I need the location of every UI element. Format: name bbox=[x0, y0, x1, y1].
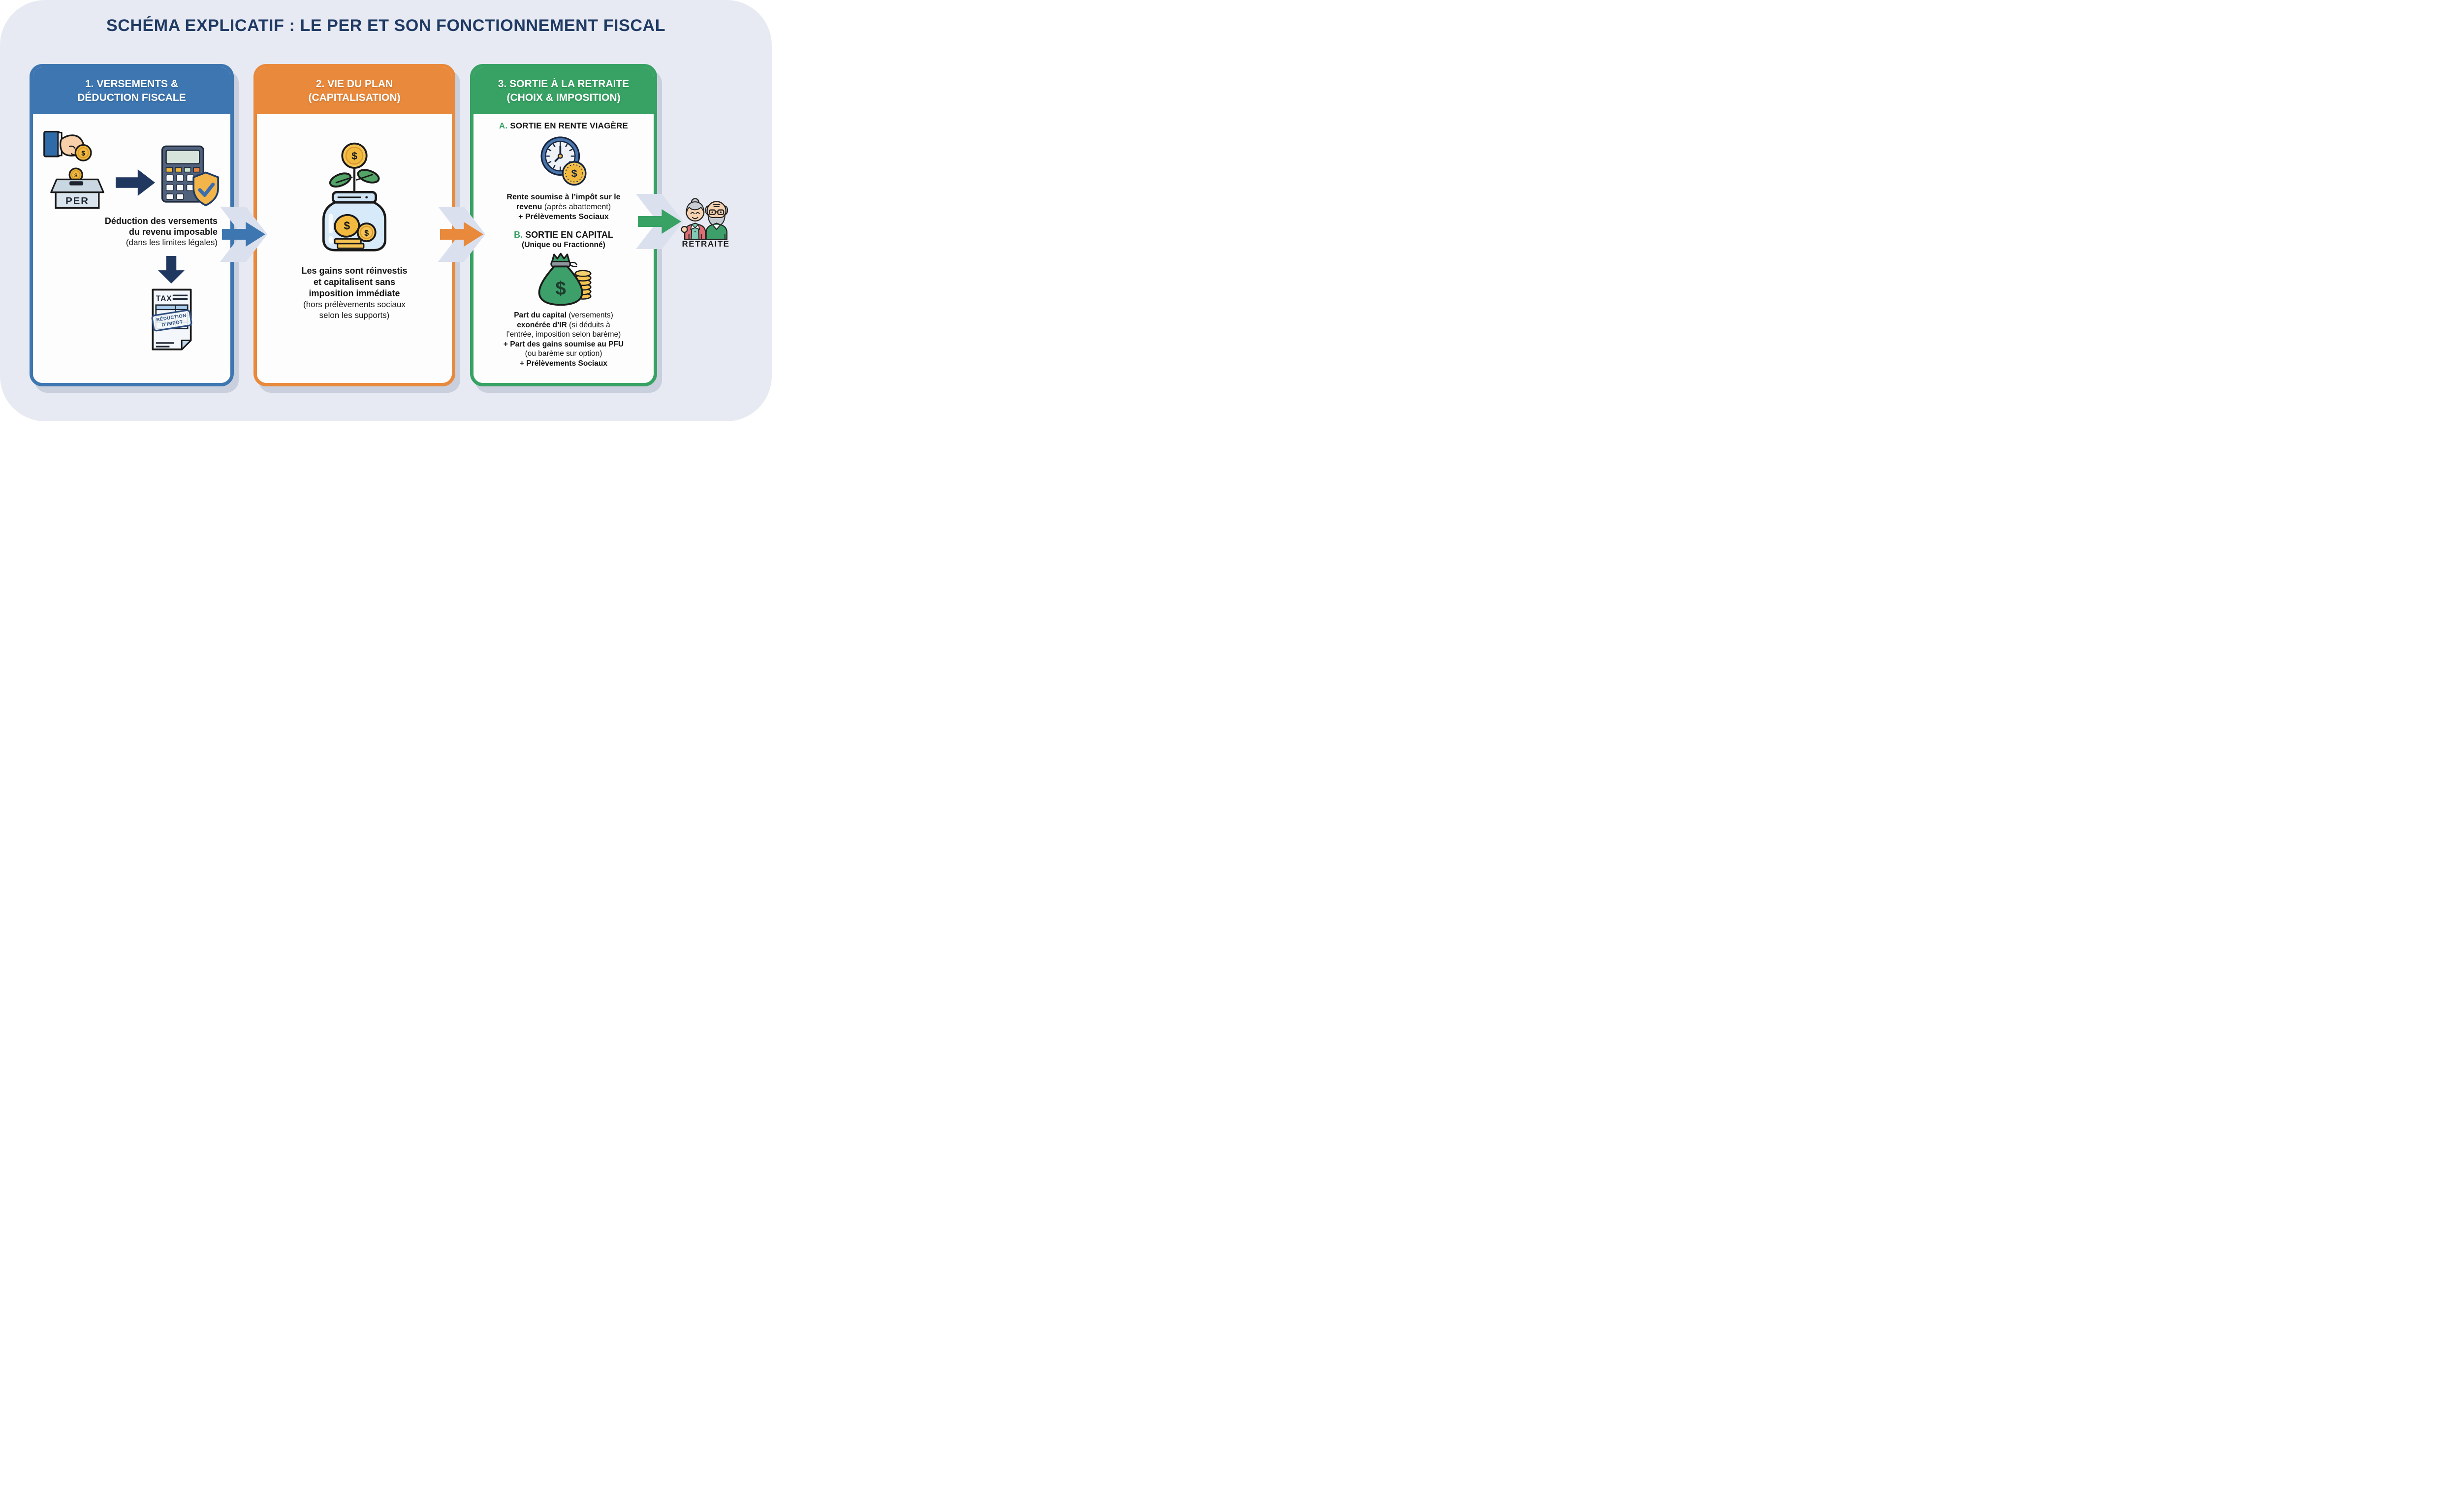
retired-woman bbox=[681, 198, 706, 240]
capital-line1-note: (versements) bbox=[567, 311, 613, 319]
panel-versements-deduction: 1. VERSEMENTS & DÉDUCTION FISCALE $ $ bbox=[30, 64, 234, 386]
panel3-header-line1: 3. SORTIE À LA RETRAITE bbox=[498, 78, 630, 90]
panel2-gains-text: Les gains sont réinvestis et capitalisen… bbox=[301, 265, 407, 321]
option-a-heading: A. SORTIE EN RENTE VIAGÈRE bbox=[499, 121, 628, 131]
coin-dollar-glyph: $ bbox=[571, 167, 577, 180]
page-title: SCHÉMA EXPLICATIF : LE PER ET SON FONCTI… bbox=[106, 16, 666, 35]
option-a-letter: A. bbox=[499, 121, 508, 130]
capital-line1-bold: Part du capital bbox=[514, 311, 567, 319]
panel-sortie-retraite: 3. SORTIE À LA RETRAITE (CHOIX & IMPOSIT… bbox=[470, 64, 657, 386]
flow-arrow-icon bbox=[116, 169, 155, 196]
gains-note: selon les supports) bbox=[319, 311, 390, 320]
shield-check-icon bbox=[192, 171, 219, 207]
leaf-icon bbox=[329, 169, 380, 188]
capital-line3-note: l’entrée, imposition selon barème) bbox=[506, 330, 621, 339]
rente-line2-note: (après abattement) bbox=[542, 203, 611, 211]
flow-arrow-panel1-to-panel2 bbox=[220, 207, 267, 262]
coin-dollar-glyph: $ bbox=[364, 229, 369, 238]
panel1-body: $ $ PER bbox=[33, 114, 230, 383]
option-a-text: Rente soumise à l’impôt sur le revenu (a… bbox=[506, 192, 620, 222]
option-b-title: SORTIE EN CAPITAL bbox=[525, 230, 613, 240]
panel1-icon-row: $ $ PER bbox=[33, 128, 230, 212]
capital-line5-note: (ou barème sur option) bbox=[525, 349, 602, 358]
reduction-impot-stamp: RÉDUCTION D’IMPÔT bbox=[151, 309, 192, 332]
panel1-header-line1: 1. VERSEMENTS & bbox=[85, 78, 179, 90]
panel1-deduction-text: Déduction des versements du revenu impos… bbox=[105, 216, 218, 248]
per-box-label: PER bbox=[65, 195, 89, 207]
flow-arrow-panel2-to-panel3 bbox=[438, 207, 485, 262]
capital-line4-bold: + Part des gains soumise au PFU bbox=[503, 340, 624, 348]
capital-line6-bold: + Prélèvements Sociaux bbox=[520, 359, 607, 368]
hand-coin-per-box-icon: $ $ PER bbox=[43, 130, 104, 209]
option-b-letter: B. bbox=[514, 230, 523, 240]
coin-dollar-glyph: $ bbox=[351, 151, 357, 162]
gains-line: imposition immédiate bbox=[309, 288, 400, 298]
coin-dollar-glyph: $ bbox=[344, 219, 350, 232]
option-b-heading: B. SORTIE EN CAPITAL bbox=[514, 230, 613, 240]
gains-note: (hors prélèvements sociaux bbox=[303, 300, 406, 309]
option-b-subtitle: (Unique ou Fractionné) bbox=[522, 241, 605, 249]
calculator-shield-icon bbox=[161, 145, 219, 207]
elderly-couple-icon bbox=[678, 198, 733, 243]
panel3-header: 3. SORTIE À LA RETRAITE (CHOIX & IMPOSIT… bbox=[473, 67, 654, 114]
panel1-header-line2: DÉDUCTION FISCALE bbox=[77, 92, 186, 103]
option-b-text: Part du capital (versements) exonérée d’… bbox=[504, 311, 624, 368]
panel2-header: 2. VIE DU PLAN (CAPITALISATION) bbox=[257, 67, 452, 114]
capital-line2-note: (si déduits à bbox=[567, 320, 610, 329]
rente-line1: Rente soumise à l’impôt sur le bbox=[506, 193, 621, 201]
tax-document-icon: TAX RÉDUCTION D’IMPÔT bbox=[149, 286, 194, 358]
gains-line: Les gains sont réinvestis bbox=[301, 266, 408, 276]
down-arrow-icon bbox=[158, 256, 185, 284]
panel3-header-line2: (CHOIX & IMPOSITION) bbox=[506, 92, 621, 103]
savings-jar-growth-icon: $ $ bbox=[317, 140, 392, 254]
tax-label: TAX bbox=[156, 295, 172, 303]
infographic-canvas: SCHÉMA EXPLICATIF : LE PER ET SON FONCTI… bbox=[0, 0, 772, 421]
panel3-body: A. SORTIE EN RENTE VIAGÈRE bbox=[473, 114, 654, 383]
panel1-header: 1. VERSEMENTS & DÉDUCTION FISCALE bbox=[33, 67, 230, 114]
panel-vie-du-plan: 2. VIE DU PLAN (CAPITALISATION) $ bbox=[253, 64, 455, 386]
retirement-label: RETRAITE bbox=[682, 239, 730, 249]
retired-man bbox=[705, 201, 728, 240]
coin-dollar-glyph: $ bbox=[555, 278, 566, 299]
panel2-body: $ $ bbox=[257, 114, 452, 383]
clock-coin-icon: $ bbox=[539, 135, 588, 190]
deduction-line: Déduction des versements bbox=[104, 216, 218, 226]
rente-line3: + Prélèvements Sociaux bbox=[518, 213, 609, 221]
capital-line2-bold: exonérée d’IR bbox=[517, 320, 567, 329]
option-a-title: SORTIE EN RENTE VIAGÈRE bbox=[510, 121, 629, 130]
money-bag-coins-icon: $ bbox=[533, 252, 595, 308]
deduction-note: (dans les limites légales) bbox=[126, 238, 218, 247]
coin-dollar-glyph: $ bbox=[74, 173, 78, 179]
panel2-header-line1: 2. VIE DU PLAN bbox=[316, 78, 393, 90]
coin-dollar-glyph: $ bbox=[81, 149, 85, 157]
rente-line2-bold: revenu bbox=[516, 203, 542, 211]
deduction-line: du revenu imposable bbox=[128, 227, 218, 237]
gains-line: et capitalisent sans bbox=[313, 277, 396, 287]
flow-arrow-panel3-to-retirement bbox=[636, 194, 683, 249]
panel2-header-line2: (CAPITALISATION) bbox=[308, 92, 401, 103]
